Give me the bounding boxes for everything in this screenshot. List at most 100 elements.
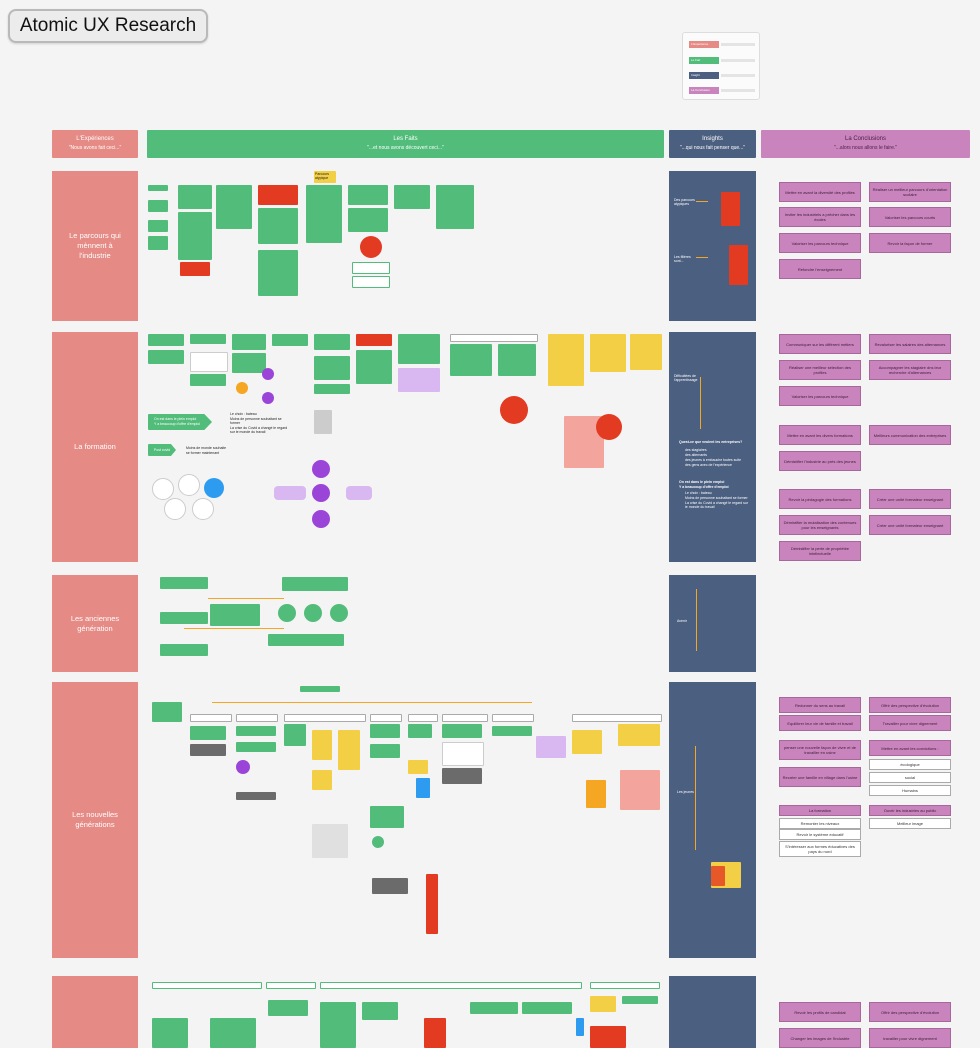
conclusion-card[interactable]: Travailler pour vivre dignement <box>869 715 951 731</box>
fact-card[interactable] <box>314 384 350 394</box>
fact-card[interactable] <box>160 612 208 624</box>
fact-card[interactable] <box>492 726 532 736</box>
fact-card[interactable] <box>148 334 184 346</box>
fact-card[interactable] <box>470 1002 518 1014</box>
insight-block-nouvelles[interactable]: Les jeunes <box>669 682 756 958</box>
fact-card[interactable] <box>572 714 662 722</box>
conclusion-value[interactable]: Revoir le système educatif <box>779 829 861 840</box>
fact-card[interactable] <box>180 262 210 276</box>
fact-card[interactable] <box>320 982 582 989</box>
fact-card[interactable] <box>590 996 616 1012</box>
fact-circle[interactable] <box>360 236 382 258</box>
fact-card[interactable] <box>190 352 228 372</box>
conclusion-value[interactable]: Humains <box>869 785 951 796</box>
fact-card[interactable] <box>160 644 208 656</box>
fact-circle[interactable] <box>312 510 330 528</box>
conclusion-card[interactable]: Recréer une famille en village dans l'us… <box>779 767 861 787</box>
conclusion-card[interactable]: Démistifier la mutalisation des contenue… <box>779 515 861 535</box>
fact-card-atypique[interactable]: Parcours atypique <box>314 171 336 183</box>
fact-card[interactable] <box>338 730 360 770</box>
conclusion-card[interactable]: Offrir des perspective d'évolution <box>869 1002 951 1022</box>
fact-card[interactable] <box>190 714 232 722</box>
fact-card[interactable] <box>590 1026 626 1048</box>
fact-card[interactable] <box>148 220 168 232</box>
conclusion-value[interactable]: Meilleur image <box>869 818 951 829</box>
fact-card[interactable] <box>258 185 298 205</box>
fact-card[interactable] <box>236 726 276 736</box>
conclusion-card[interactable]: Mettre en avant les convictions : <box>869 740 951 756</box>
fact-card[interactable] <box>268 1000 308 1016</box>
fact-card[interactable] <box>148 236 168 250</box>
fact-card[interactable] <box>266 982 316 989</box>
fact-card[interactable] <box>190 374 226 386</box>
fact-card[interactable] <box>352 262 390 274</box>
fact-card[interactable] <box>442 724 482 738</box>
conclusion-card[interactable]: Changer les images de l'industrie <box>779 1028 861 1048</box>
fact-card[interactable] <box>356 334 392 346</box>
fact-circle[interactable] <box>192 498 214 520</box>
insight-block-anciennes[interactable]: Avenir <box>669 575 756 672</box>
conclusion-card[interactable]: Valoriser les parcours courts <box>869 207 951 227</box>
fact-card[interactable] <box>576 1018 584 1036</box>
conclusion-card[interactable]: Meilleurs communication des entreprises <box>869 425 951 445</box>
fact-card[interactable] <box>370 744 400 758</box>
fact-card[interactable] <box>442 714 488 722</box>
fact-card[interactable] <box>586 780 606 808</box>
fact-card[interactable] <box>416 778 430 798</box>
fact-card[interactable] <box>356 350 392 384</box>
conclusion-card[interactable]: Créer une unité formateur enseignant <box>869 489 951 509</box>
fact-card[interactable] <box>210 604 260 626</box>
header-conclusions[interactable]: La Conclusions "...alors nous allons le … <box>761 130 970 158</box>
fact-post-covid[interactable]: Post covid <box>148 444 176 456</box>
insight-block-5[interactable] <box>669 976 756 1048</box>
conclusion-card[interactable]: Redonner du sens au travail <box>779 697 861 713</box>
fact-card[interactable] <box>346 486 372 500</box>
conclusion-card[interactable]: Revoir la pédagogie des formations <box>779 489 861 509</box>
fact-card[interactable] <box>312 730 332 760</box>
fact-card[interactable] <box>442 742 484 766</box>
fact-card[interactable] <box>394 185 430 209</box>
fact-plein-emploi[interactable]: On est dans le plein emploi Y a beaucoup… <box>148 414 212 430</box>
fact-card[interactable] <box>152 702 182 722</box>
conclusion-card[interactable]: Revoir la façon de former <box>869 233 951 253</box>
fact-card[interactable] <box>232 353 266 373</box>
fact-card[interactable] <box>450 344 492 376</box>
fact-card[interactable] <box>152 982 262 989</box>
conclusion-card[interactable]: travailler pour vivre dignement <box>869 1028 951 1048</box>
fact-card[interactable] <box>190 726 226 740</box>
conclusion-card[interactable]: Ouvrir les industries au public <box>869 805 951 816</box>
conclusion-card[interactable]: Communiquer sur les différent métiers <box>779 334 861 354</box>
fact-card[interactable] <box>398 334 440 364</box>
fact-card[interactable] <box>232 334 266 350</box>
row-label-formation[interactable]: La formation <box>52 332 138 562</box>
header-insights[interactable]: Insights "...qui nous fait penser que...… <box>669 130 756 158</box>
conclusion-card[interactable]: Créer une unité formateur enseignant <box>869 515 951 535</box>
conclusion-card[interactable]: Mettre en avant les divers formations <box>779 425 861 445</box>
conclusion-value[interactable]: écologique <box>869 759 951 770</box>
conclusion-card[interactable]: Revaloriser les salaires des alternances <box>869 334 951 354</box>
fact-circle[interactable] <box>236 760 250 774</box>
fact-card[interactable] <box>216 185 252 229</box>
fact-card[interactable] <box>548 334 584 386</box>
fact-circle[interactable] <box>262 392 274 404</box>
conclusion-value[interactable]: S'intéresser aux formes éducatives des p… <box>779 841 861 857</box>
board-title[interactable]: Atomic UX Research <box>8 9 208 43</box>
fact-card[interactable] <box>370 714 402 722</box>
fact-card[interactable] <box>284 714 366 722</box>
conclusion-card[interactable]: Inviter les industriels a prêcher dans l… <box>779 207 861 227</box>
fact-card[interactable] <box>314 410 332 434</box>
conclusion-card[interactable]: Valoriser les parcours technique <box>779 386 861 406</box>
fact-card[interactable] <box>622 996 658 1004</box>
fact-card[interactable] <box>178 185 212 209</box>
row-label-parcours[interactable]: Le parcours qui mènnent à l'industrie <box>52 171 138 321</box>
fact-card[interactable] <box>630 334 662 370</box>
fact-card[interactable] <box>572 730 602 754</box>
conclusion-card[interactable]: Réaliser un meilleur parcours d'orientat… <box>869 182 951 202</box>
fact-card[interactable] <box>436 185 474 229</box>
fact-card[interactable] <box>320 1002 356 1048</box>
fact-card[interactable] <box>618 724 660 746</box>
conclusion-card[interactable]: Equilibrer leur vie de famille et travai… <box>779 715 861 731</box>
fact-card[interactable] <box>620 770 660 810</box>
fact-card[interactable] <box>536 736 566 758</box>
insight-block-parcours[interactable]: Des parcours atypiques Les filières sont… <box>669 171 756 321</box>
